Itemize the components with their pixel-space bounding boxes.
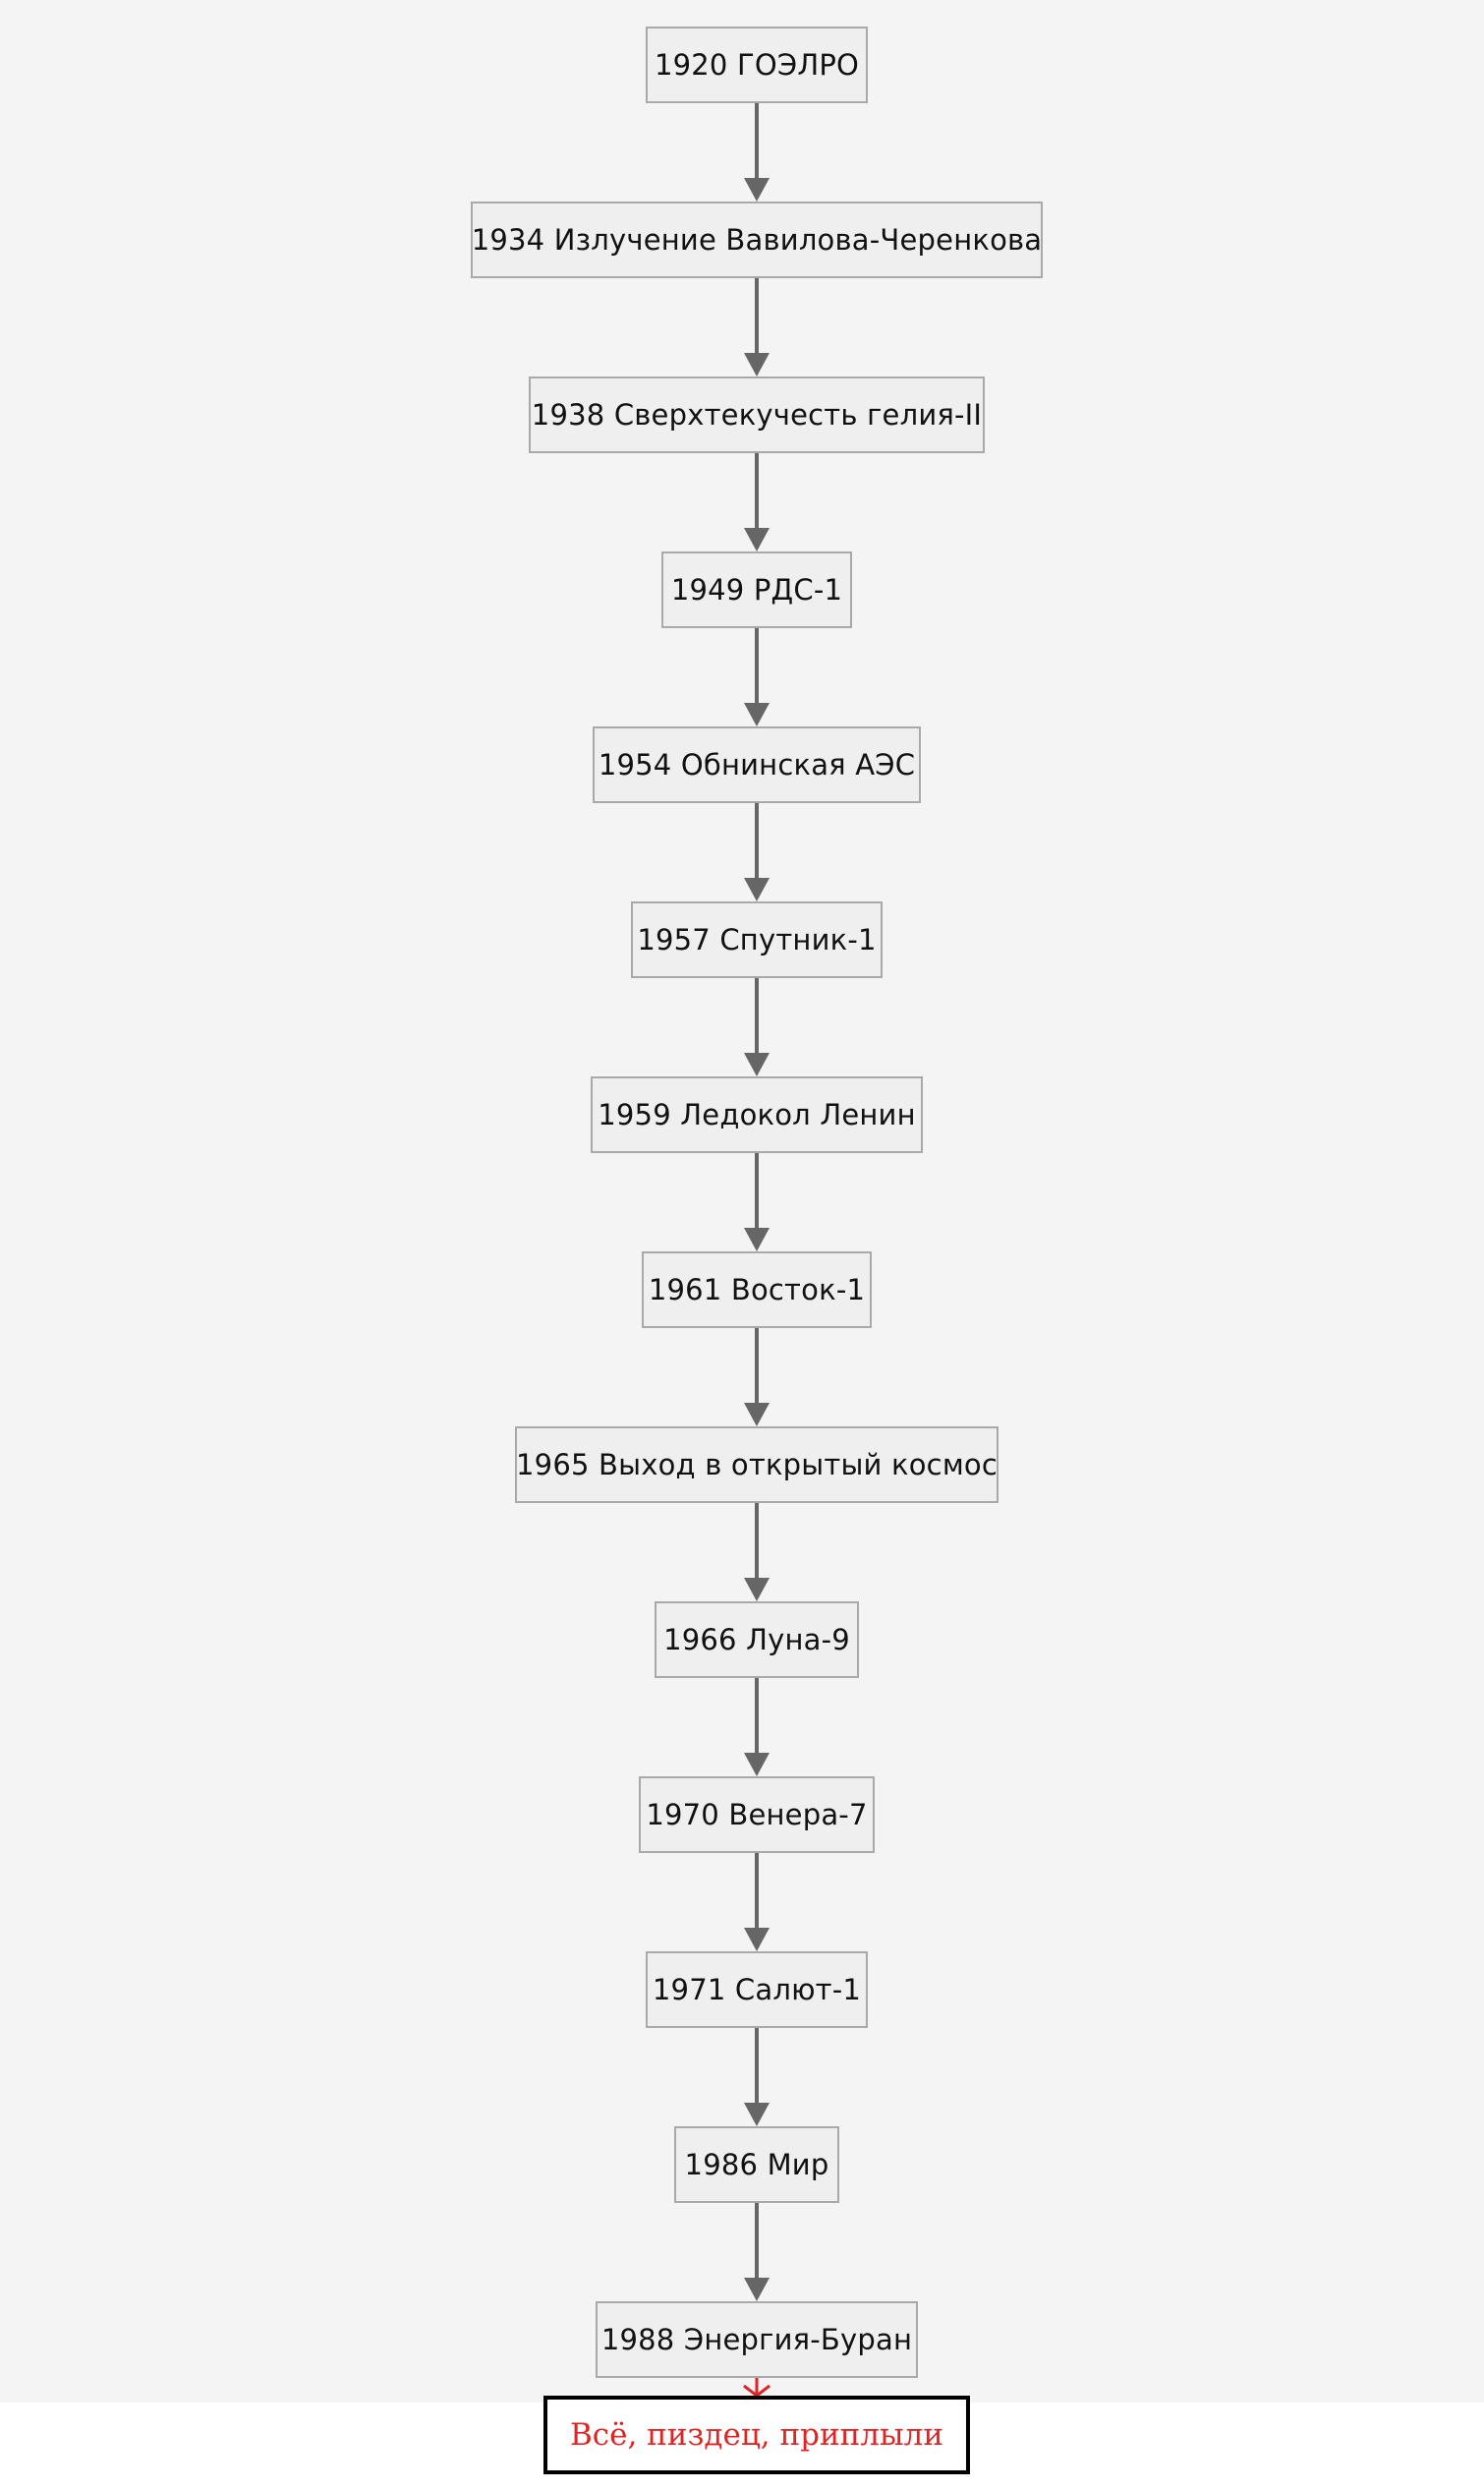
node-1961-vostok-1: 1961 Восток-1 — [642, 1251, 872, 1328]
arrow-head — [744, 2278, 770, 2301]
arrow-head — [744, 2103, 770, 2126]
node-1970-venera-7: 1970 Венера-7 — [639, 1776, 875, 1853]
arrow-head — [744, 528, 770, 551]
arrow-head — [744, 353, 770, 377]
node-1959-icebreaker-lenin: 1959 Ледокол Ленин — [591, 1076, 923, 1153]
arrow-head — [744, 1053, 770, 1076]
node-1986-mir: 1986 Мир — [674, 2126, 839, 2203]
node-1934-vavilov-cherenkov: 1934 Излучение Вавилова-Черенкова — [471, 202, 1043, 278]
arrow-head — [744, 1228, 770, 1251]
node-1920-goelro: 1920 ГОЭЛРО — [646, 27, 868, 103]
arrow-head — [744, 1928, 770, 1951]
node-1966-luna-9: 1966 Луна-9 — [655, 1601, 859, 1678]
node-1971-salyut-1: 1971 Салют-1 — [646, 1951, 868, 2028]
node-1954-obninsk-npp: 1954 Обнинская АЭС — [593, 726, 921, 803]
arrow-head — [744, 1578, 770, 1601]
arrow-head — [744, 1403, 770, 1426]
arrow-head — [744, 178, 770, 202]
arrow-head — [744, 1753, 770, 1776]
node-1938-helium-superfluidity: 1938 Сверхтекучесть гелия-II — [529, 377, 985, 453]
final-node: Всё, пиздец, приплыли — [543, 2396, 970, 2474]
node-1965-spacewalk: 1965 Выход в открытый космос — [515, 1426, 999, 1503]
arrow-head — [744, 703, 770, 726]
arrow-head — [744, 878, 770, 901]
node-1988-energia-buran: 1988 Энергия-Буран — [596, 2301, 918, 2378]
node-1957-sputnik-1: 1957 Спутник-1 — [631, 901, 883, 978]
node-1949-rds-1: 1949 РДС-1 — [661, 551, 852, 628]
